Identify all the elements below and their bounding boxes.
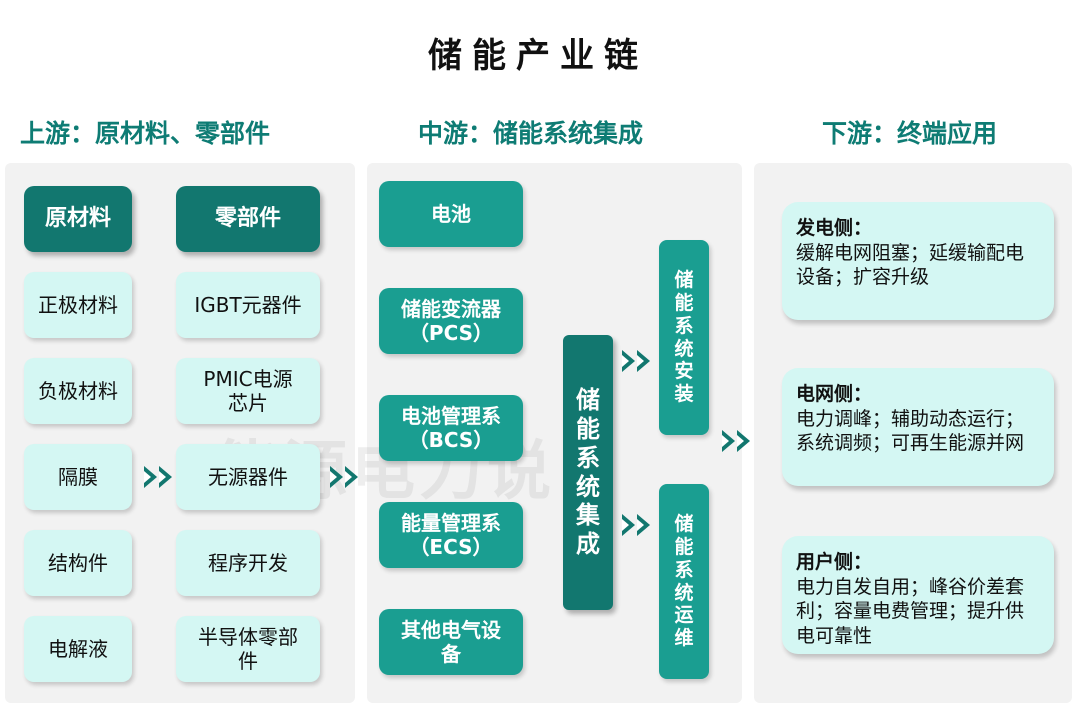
chevron-arrow-icon: [722, 430, 752, 452]
component-line: （BCS）: [408, 428, 494, 452]
app-title: 电网侧：: [796, 383, 873, 405]
material-item: 结构件: [24, 530, 132, 596]
app-user: 用户侧： 电力自发自用；峰谷价差套利；容量电费管理；提升供电可靠性: [782, 536, 1054, 654]
component-ecs: 能量管理系 （ECS）: [379, 502, 523, 568]
downstream-heading: 下游：终端应用: [822, 119, 998, 148]
app-title: 发电侧：: [796, 217, 873, 239]
component-line: （PCS）: [408, 321, 494, 345]
vertical-char: 统: [674, 337, 694, 360]
component-line: 电池: [431, 202, 471, 226]
component-line: 其他电气设: [401, 618, 501, 642]
part-item: 程序开发: [176, 530, 320, 596]
app-text: 电力调峰；辅助动态运行；系统调频；可再生能源并网: [796, 407, 1025, 455]
vertical-char: 运: [674, 604, 694, 627]
component-other: 其他电气设 备: [379, 609, 523, 675]
vertical-char: 装: [674, 383, 694, 406]
vertical-char: 安: [674, 360, 694, 383]
component-battery: 电池: [379, 181, 523, 247]
component-line: 能量管理系: [401, 511, 501, 535]
component-line: 储能变流器: [401, 297, 501, 321]
material-item: 负极材料: [24, 358, 132, 424]
midstream-heading: 中游：储能系统集成: [418, 119, 644, 148]
install-box: 储能系统安装: [659, 240, 709, 435]
vertical-char: 储: [674, 269, 694, 292]
vertical-char: 统: [674, 581, 694, 604]
component-line: （ECS）: [409, 535, 493, 559]
maintain-box: 储能系统运维: [659, 484, 709, 679]
chevron-arrow-icon: [144, 466, 174, 488]
vertical-char: 维: [674, 627, 694, 650]
part-item: IGBT元器件: [176, 272, 320, 338]
app-generation: 发电侧： 缓解电网阻塞；延缓输配电设备；扩容升级: [782, 202, 1054, 320]
chevron-arrow-icon: [622, 350, 652, 372]
materials-header: 原材料: [24, 186, 132, 252]
vertical-char: 系: [674, 558, 694, 581]
vertical-char: 系: [576, 443, 600, 472]
vertical-char: 统: [576, 472, 600, 501]
app-text: 电力自发自用；峰谷价差套利；容量电费管理；提升供电可靠性: [796, 575, 1025, 648]
vertical-char: 储: [576, 386, 600, 415]
app-grid: 电网侧： 电力调峰；辅助动态运行；系统调频；可再生能源并网: [782, 368, 1054, 486]
upstream-heading: 上游：原材料、零部件: [20, 119, 271, 148]
material-item: 正极材料: [24, 272, 132, 338]
component-pcs: 储能变流器 （PCS）: [379, 288, 523, 354]
chevron-arrow-icon: [622, 514, 652, 536]
parts-header: 零部件: [176, 186, 320, 252]
component-line: 电池管理系: [401, 404, 501, 428]
material-item: 隔膜: [24, 444, 132, 510]
part-item: 无源器件: [176, 444, 320, 510]
part-item: PMIC电源芯片: [176, 358, 320, 424]
vertical-char: 能: [674, 535, 694, 558]
vertical-char: 储: [674, 513, 694, 536]
integration-box: 储能系统集成: [563, 335, 613, 610]
vertical-char: 成: [576, 530, 600, 559]
chevron-arrow-icon: [330, 466, 360, 488]
component-bcs: 电池管理系 （BCS）: [379, 395, 523, 461]
app-text: 缓解电网阻塞；延缓输配电设备；扩容升级: [796, 241, 1025, 289]
component-line: 备: [441, 642, 461, 666]
vertical-char: 能: [674, 291, 694, 314]
material-item: 电解液: [24, 616, 132, 682]
vertical-char: 系: [674, 314, 694, 337]
part-item: 半导体零部件: [176, 616, 320, 682]
app-title: 用户侧：: [796, 551, 873, 573]
vertical-char: 能: [576, 414, 600, 443]
vertical-char: 集: [576, 501, 600, 530]
page-title: 储能产业链: [428, 36, 648, 76]
upstream-panel: [5, 163, 355, 703]
